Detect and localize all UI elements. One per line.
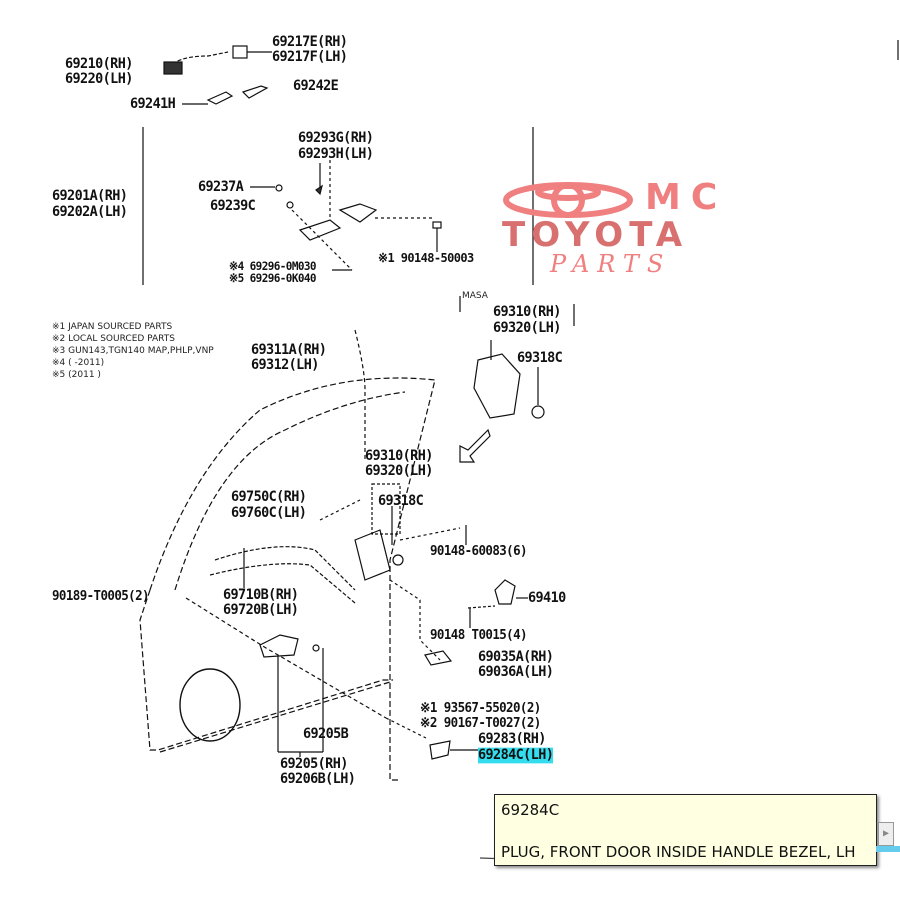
- part-label[interactable]: 69293G(RH): [298, 129, 374, 147]
- part-label[interactable]: 69710B(RH): [223, 586, 299, 604]
- part-label[interactable]: 69220(LH): [65, 70, 133, 88]
- part-label[interactable]: 69320(LH): [365, 462, 433, 480]
- part-label[interactable]: 69206B(LH): [280, 770, 356, 788]
- part-label[interactable]: 69241H: [130, 95, 176, 113]
- part-label-selected[interactable]: 69284C(LH): [478, 746, 554, 764]
- part-label[interactable]: 69293H(LH): [298, 145, 374, 163]
- part-label[interactable]: 90148 T0015(4): [430, 626, 528, 643]
- tooltip-part-code: 69284C: [501, 801, 560, 819]
- part-label[interactable]: 69035A(RH): [478, 648, 554, 666]
- tooltip-part-description: PLUG, FRONT DOOR INSIDE HANDLE BEZEL, LH: [501, 843, 856, 861]
- part-label[interactable]: 69237A: [198, 178, 244, 196]
- part-label[interactable]: 69242E: [293, 77, 339, 95]
- part-label[interactable]: 69239C: [210, 197, 256, 215]
- part-label[interactable]: 69318C: [517, 349, 563, 367]
- part-label[interactable]: 69410: [528, 589, 566, 607]
- part-label[interactable]: 69217F(LH): [272, 48, 348, 66]
- part-label[interactable]: 69311A(RH): [251, 341, 327, 359]
- part-label[interactable]: 69750C(RH): [231, 488, 307, 506]
- note-line: ※4 ( -2011): [52, 358, 105, 368]
- part-label[interactable]: 69205B: [303, 725, 349, 743]
- logo-toyota: TOYOTA: [502, 215, 689, 255]
- part-label[interactable]: 69036A(LH): [478, 663, 554, 681]
- note-line: ※5 (2011 ): [52, 370, 101, 380]
- part-label[interactable]: 90189-T0005(2): [52, 587, 150, 604]
- part-label[interactable]: 69310(RH): [365, 447, 433, 465]
- note-line: ※2 LOCAL SOURCED PARTS: [52, 334, 175, 344]
- part-label[interactable]: 69283(RH): [478, 730, 546, 748]
- part-label[interactable]: 90148-60083(6): [430, 542, 528, 559]
- logo-parts: PARTS: [550, 250, 672, 278]
- part-label[interactable]: 69312(LH): [251, 356, 319, 374]
- part-label[interactable]: 69201A(RH): [52, 187, 128, 205]
- part-tooltip: 69284C PLUG, FRONT DOOR INSIDE HANDLE BE…: [494, 794, 877, 866]
- part-label[interactable]: 69202A(LH): [52, 203, 128, 221]
- part-label[interactable]: 69210(RH): [65, 55, 133, 73]
- selection-bar: [876, 846, 900, 852]
- logo-mc: MC: [645, 177, 728, 218]
- part-label[interactable]: ※4 69296-0M030: [229, 259, 317, 274]
- part-label[interactable]: 69205(RH): [280, 755, 348, 773]
- note-line: ※1 JAPAN SOURCED PARTS: [52, 322, 173, 332]
- part-label[interactable]: 69760C(LH): [231, 504, 307, 522]
- part-label[interactable]: 69217E(RH): [272, 33, 348, 51]
- note-line: ※3 GUN143,TGN140 MAP,PHLP,VNP: [52, 346, 214, 356]
- part-label[interactable]: 69310(RH): [493, 303, 561, 321]
- part-label[interactable]: ※5 69296-0K040: [229, 271, 317, 286]
- scroll-right-button[interactable]: ▶: [878, 822, 894, 846]
- part-label[interactable]: 69318C: [378, 492, 424, 510]
- part-label[interactable]: ※2 90167-T0027(2): [420, 714, 541, 731]
- toyota-emblem-icon: [503, 182, 633, 218]
- part-label[interactable]: 69720B(LH): [223, 601, 299, 619]
- part-label[interactable]: 69320(LH): [493, 319, 561, 337]
- part-label[interactable]: ※1 93567-55020(2): [420, 699, 541, 716]
- masa-label: MASA: [462, 291, 488, 301]
- part-label[interactable]: ※1 90148-50003: [378, 250, 474, 266]
